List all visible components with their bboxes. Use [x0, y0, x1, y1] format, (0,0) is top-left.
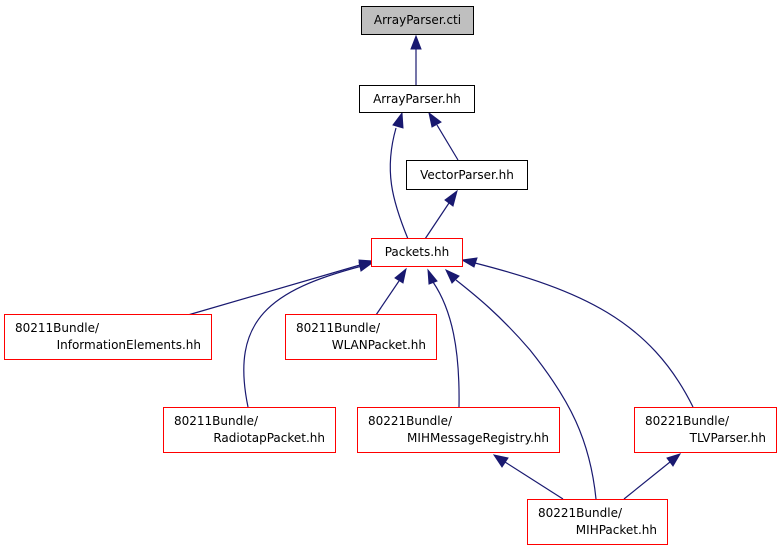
node-label-dir: 80221Bundle/: [368, 414, 452, 428]
node-label: VectorParser.hh: [420, 167, 514, 182]
arrowhead: [410, 34, 422, 50]
node-packets-hh[interactable]: Packets.hh: [371, 238, 463, 267]
node-arrayparser-cti[interactable]: ArrayParser.cti: [361, 6, 474, 35]
edge-mihpacket-to-tlvparser: [623, 461, 671, 500]
node-radiotappacket-hh[interactable]: 80211Bundle/ RadiotapPacket.hh: [163, 407, 336, 453]
node-label: ArrayParser.cti: [373, 13, 462, 27]
edge-packets-to-arrayparser-hh: [389, 127, 409, 240]
arrowhead: [444, 189, 458, 207]
arrowhead: [460, 257, 478, 268]
edge-wlanpacket-to-packets: [375, 280, 400, 316]
node-label-file: RadiotapPacket.hh: [213, 431, 325, 445]
edge-informationelements-to-packets: [187, 264, 361, 316]
node-label-file: MIHMessageRegistry.hh: [407, 431, 549, 445]
node-label-dir: 80211Bundle/: [296, 321, 380, 335]
node-label: Packets.hh: [384, 245, 450, 259]
node-mihpacket-hh[interactable]: 80221Bundle/ MIHPacket.hh: [527, 499, 668, 545]
node-arrayparser-hh[interactable]: ArrayParser.hh: [359, 85, 475, 113]
node-tlvparser-hh[interactable]: 80221Bundle/ TLVParser.hh: [634, 407, 777, 453]
node-wlanpacket-hh[interactable]: 80211Bundle/ WLANPacket.hh: [285, 314, 437, 360]
node-label-dir: 80211Bundle/: [174, 414, 258, 428]
arrowhead: [427, 268, 438, 285]
edge-vectorparser-to-arrayparser-hh: [436, 124, 459, 161]
node-label-file: MIHPacket.hh: [575, 523, 657, 537]
node-label-file: TLVParser.hh: [689, 431, 766, 445]
node-label-dir: 80221Bundle/: [538, 506, 622, 520]
node-label-file: WLANPacket.hh: [331, 338, 426, 352]
edge-packets-to-vectorparser-hh: [424, 202, 450, 240]
edge-tlvparser-to-packets: [474, 262, 694, 408]
node-label-dir: 80211Bundle/: [15, 321, 99, 335]
arrowhead: [492, 454, 509, 468]
node-mihmessageregistry-hh[interactable]: 80221Bundle/ MIHMessageRegistry.hh: [357, 407, 560, 453]
edge-mihpacket-to-mihmessageregistry: [504, 461, 564, 500]
arrowhead: [444, 268, 460, 284]
node-label-dir: 80221Bundle/: [645, 414, 729, 428]
arrowhead: [358, 261, 374, 272]
node-informationelements-hh[interactable]: 80211Bundle/ InformationElements.hh: [4, 314, 212, 360]
arrowhead: [666, 453, 682, 467]
node-label: ArrayParser.hh: [373, 91, 461, 106]
node-label-file: InformationElements.hh: [56, 338, 201, 352]
node-vectorparser-hh[interactable]: VectorParser.hh: [406, 160, 528, 190]
arrowhead: [394, 267, 407, 284]
arrowhead: [392, 111, 404, 129]
edge-mihmessageregistry-to-packets: [432, 281, 460, 408]
edge-radiotappacket-to-packets: [243, 265, 363, 408]
arrowhead: [428, 111, 442, 128]
edge-mihpacket-to-packets: [455, 279, 597, 500]
